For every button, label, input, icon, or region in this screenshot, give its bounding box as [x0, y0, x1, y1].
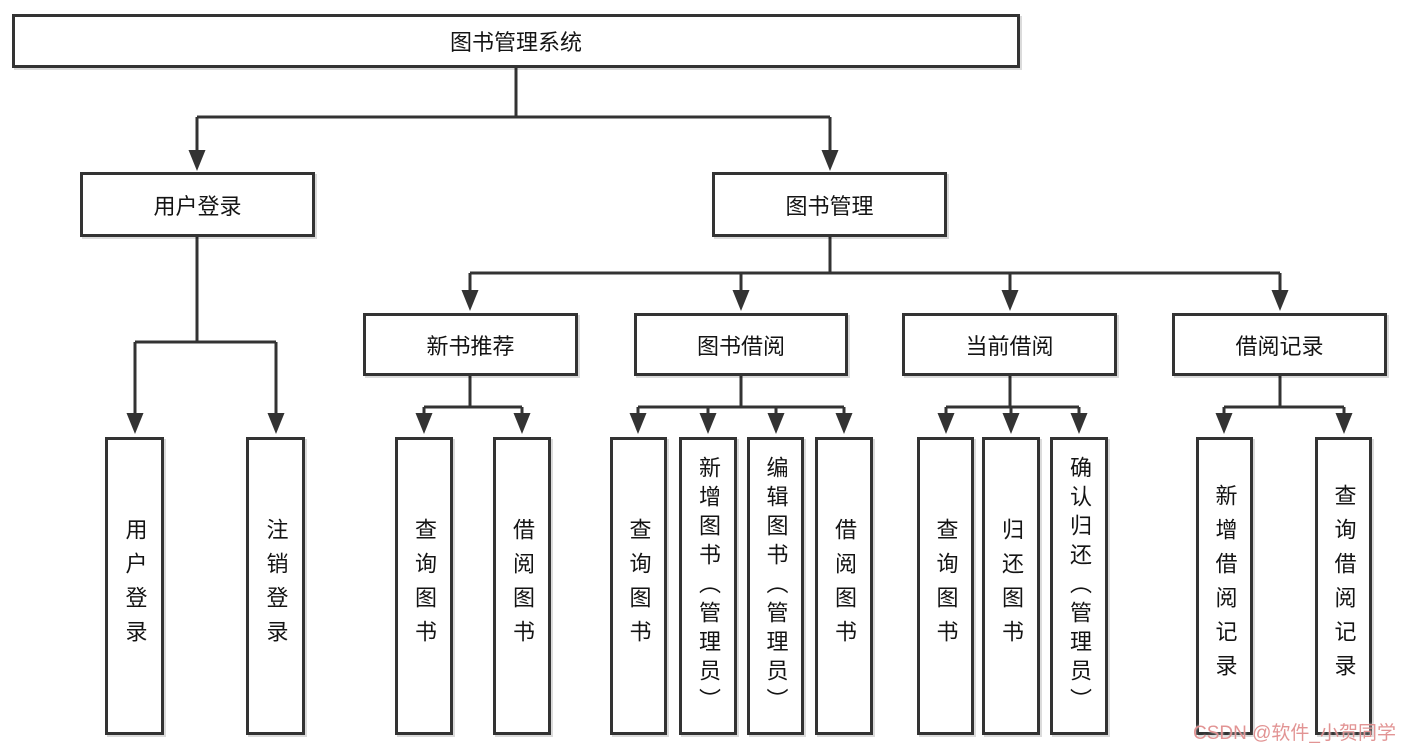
arrowhead-icon	[732, 290, 750, 311]
leaf-add-book-admin: 新增图书（管理员）	[679, 437, 737, 735]
arrowhead-icon	[1001, 290, 1019, 311]
node-new-book-recommend: 新书推荐	[363, 313, 578, 376]
leaf-user-login: 用户登录	[105, 437, 164, 735]
connector-root	[195, 68, 832, 156]
leaf-return-books: 归还图书	[982, 437, 1040, 735]
leaf-logout: 注销登录	[246, 437, 305, 735]
leaf-borrow-books-recommend: 借阅图书	[493, 437, 551, 735]
arrowhead-icon	[1335, 413, 1353, 434]
arrowhead-icon	[629, 413, 647, 434]
leaf-query-books-borrowing: 查询图书	[610, 437, 667, 735]
leaf-borrow-books-borrowing: 借阅图书	[815, 437, 873, 735]
arrowhead-icon	[188, 150, 206, 171]
node-book-borrowing: 图书借阅	[634, 313, 848, 376]
node-book-management: 图书管理	[712, 172, 947, 237]
arrowhead-icon	[1002, 413, 1020, 434]
connector-book-borrowing	[636, 376, 846, 420]
node-root: 图书管理系统	[12, 14, 1020, 68]
connector-borrowing-records	[1222, 376, 1346, 420]
arrowhead-icon	[513, 413, 531, 434]
arrowhead-icon	[767, 413, 785, 434]
arrowhead-icon	[699, 413, 717, 434]
arrowhead-icon	[461, 290, 479, 311]
arrowhead-icon	[1070, 413, 1088, 434]
arrowhead-icon	[937, 413, 955, 434]
leaf-add-borrow-record: 新增借阅记录	[1196, 437, 1253, 735]
leaf-confirm-return-admin: 确认归还（管理员）	[1050, 437, 1108, 735]
connector-new-book-recommend	[422, 376, 524, 420]
arrowhead-icon	[835, 413, 853, 434]
connector-book-management	[468, 237, 1282, 296]
arrowhead-icon	[1215, 413, 1233, 434]
arrowhead-icon	[821, 150, 839, 171]
connector-user-login	[133, 237, 278, 420]
csdn-watermark: CSDN @软件_小贺同学	[1193, 723, 1396, 744]
node-borrowing-records: 借阅记录	[1172, 313, 1387, 376]
leaf-query-borrow-record: 查询借阅记录	[1315, 437, 1372, 735]
arrowhead-icon	[415, 413, 433, 434]
leaf-edit-book-admin: 编辑图书（管理员）	[747, 437, 804, 735]
arrowhead-icon	[1271, 290, 1289, 311]
node-current-borrowing: 当前借阅	[902, 313, 1117, 376]
leaf-query-books-recommend: 查询图书	[395, 437, 453, 735]
node-user-login: 用户登录	[80, 172, 315, 237]
leaf-query-books-current: 查询图书	[917, 437, 974, 735]
arrowhead-icon	[267, 413, 285, 434]
arrowhead-icon	[126, 413, 144, 434]
